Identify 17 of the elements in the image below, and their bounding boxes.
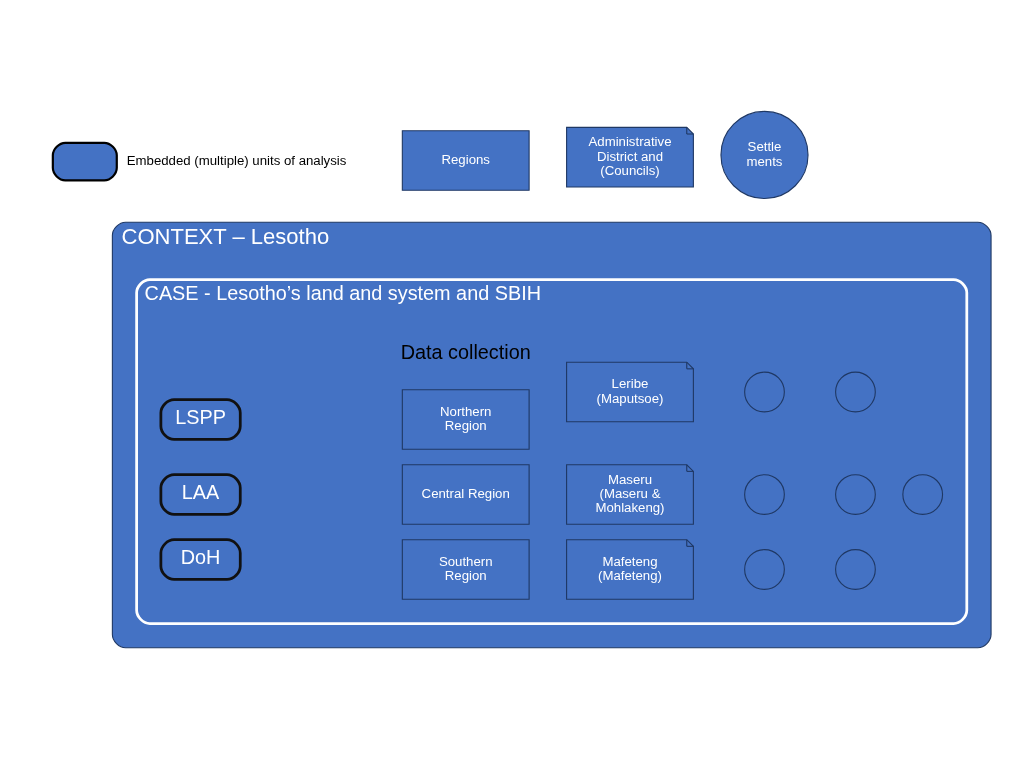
node-box: LSPP: [159, 398, 242, 441]
node-circle: [744, 474, 785, 515]
node-box: LAA: [159, 473, 242, 516]
node-box: Regions: [401, 130, 530, 191]
node-box: Central Region: [401, 464, 530, 525]
node-box: DoH: [159, 538, 242, 581]
label: Data collection: [400, 341, 531, 364]
node-circle: [902, 474, 944, 515]
node-circle: [744, 549, 785, 590]
node-box: Northern Region: [401, 389, 530, 450]
node-circle: [835, 549, 876, 590]
node-circle: [835, 474, 876, 515]
node-box: Southern Region: [401, 539, 530, 600]
node-circle: [744, 371, 785, 413]
legend-label: Embedded (multiple) units of analysis: [126, 152, 347, 168]
node-circle: [835, 371, 876, 413]
node-circle: Settle ments: [720, 110, 809, 200]
